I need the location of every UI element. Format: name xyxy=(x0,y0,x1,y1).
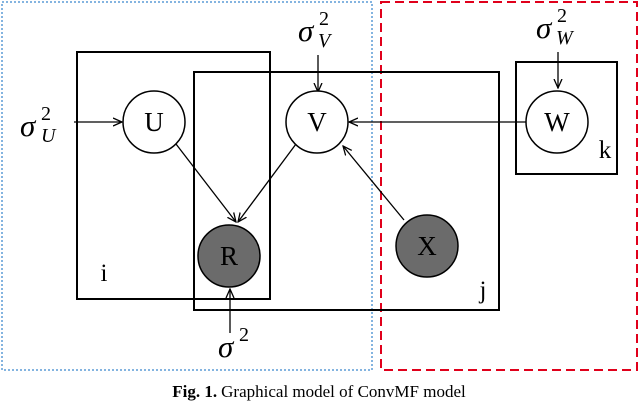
edge-x-to-v xyxy=(343,146,405,221)
svg-text:2: 2 xyxy=(557,5,567,27)
left-region-dotted-box xyxy=(1,1,373,371)
plate-k-label: k xyxy=(599,137,612,164)
hyperparam-sigma-w: σ 2 W xyxy=(536,5,575,49)
right-region-dashed-box xyxy=(380,1,638,371)
svg-text:σ: σ xyxy=(298,13,315,48)
node-r-label: R xyxy=(220,241,238,271)
node-u-label: U xyxy=(144,107,164,137)
svg-text:σ: σ xyxy=(20,108,37,143)
plate-i xyxy=(76,51,271,300)
node-u: U xyxy=(122,90,186,154)
svg-text:σ: σ xyxy=(218,329,235,364)
svg-text:2: 2 xyxy=(319,8,329,30)
svg-text:U: U xyxy=(41,125,57,147)
svg-text:2: 2 xyxy=(239,324,249,346)
edge-v-to-r xyxy=(238,143,297,222)
svg-text:W: W xyxy=(556,27,575,49)
plate-i-label: i xyxy=(101,260,108,287)
node-r-circle xyxy=(197,224,261,288)
node-w-label: W xyxy=(544,107,570,137)
caption-prefix: Fig. 1. xyxy=(172,382,217,401)
hyperparam-sigma-v: σ 2 V xyxy=(298,8,333,52)
figure-caption: Fig. 1.Graphical model of ConvMF model xyxy=(172,382,466,401)
svg-text:2: 2 xyxy=(41,103,51,125)
node-x-circle xyxy=(395,214,459,278)
node-x-label: X xyxy=(417,231,437,261)
caption-text: Graphical model of ConvMF model xyxy=(221,382,466,401)
plate-j xyxy=(193,71,500,311)
plate-k xyxy=(515,61,618,175)
node-w: W xyxy=(525,90,589,154)
hyperparam-sigma-u: σ 2 U xyxy=(20,103,57,147)
node-v: V xyxy=(285,90,349,154)
node-v-label: V xyxy=(307,107,327,137)
svg-text:V: V xyxy=(318,30,333,52)
svg-text:σ: σ xyxy=(536,10,553,45)
node-r-observed: R xyxy=(197,224,261,288)
plate-j-label: j xyxy=(479,277,487,304)
node-x-observed: X xyxy=(395,214,459,278)
edge-u-to-r xyxy=(175,143,236,222)
hyperparam-sigma-r: σ 2 xyxy=(218,324,249,364)
